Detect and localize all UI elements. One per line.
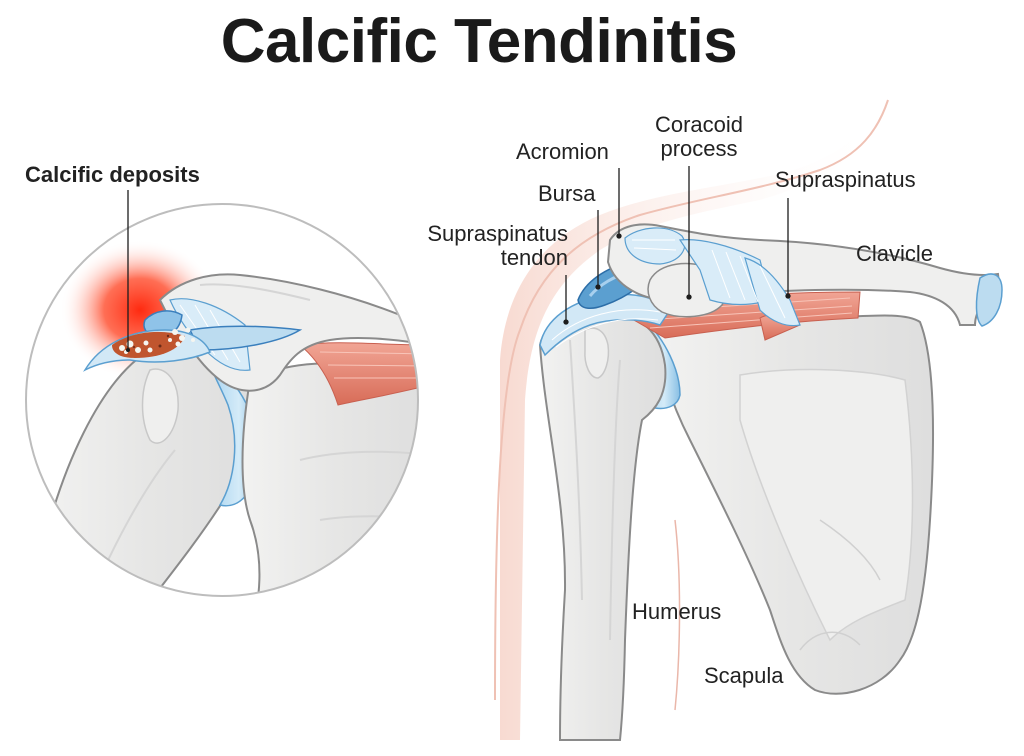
label-bursa: Bursa xyxy=(538,181,596,206)
label-calcific-deposits: Calcific deposits xyxy=(25,162,200,187)
diagram-title: Calcific Tendinitis xyxy=(220,7,738,76)
humerus-shape xyxy=(538,310,667,741)
label-supraspinatus-tendon-line1: Supraspinatus xyxy=(427,221,568,246)
label-scapula: Scapula xyxy=(704,663,784,688)
label-coracoid-process: Coracoid process xyxy=(645,113,753,161)
main-shoulder-view xyxy=(494,99,1003,741)
label-coracoid-line2: process xyxy=(660,136,738,161)
label-supraspinatus: Supraspinatus xyxy=(775,167,916,192)
leader-lines xyxy=(563,166,791,325)
label-humerus: Humerus xyxy=(632,599,722,624)
inset-magnified-view xyxy=(25,190,419,597)
calcific-deposit xyxy=(112,327,195,358)
label-supraspinatus-tendon: Supraspinatus tendon xyxy=(400,222,568,270)
label-acromion: Acromion xyxy=(516,139,609,164)
clavicle-end xyxy=(975,273,1003,327)
label-coracoid-line1: Coracoid xyxy=(654,112,744,137)
label-clavicle: Clavicle xyxy=(856,241,934,266)
label-supraspinatus-tendon-line2: tendon xyxy=(500,245,568,270)
